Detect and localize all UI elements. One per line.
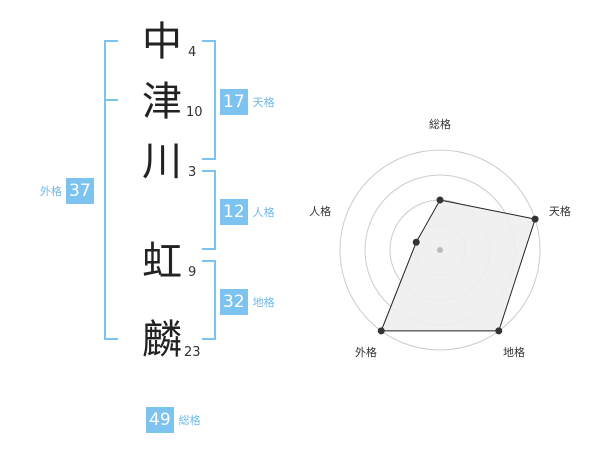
radar-axis-label-3: 外格	[354, 345, 377, 359]
gaikaku-label: 外格	[40, 185, 62, 198]
stroke-count-5: 23	[184, 345, 201, 360]
radar-center	[437, 247, 443, 253]
name-char-5: 麟	[142, 317, 182, 363]
gaikaku-badge: 外格 37	[40, 178, 94, 204]
radar-axis-label-4: 人格	[309, 205, 332, 219]
radar-point-0	[436, 196, 444, 204]
soukaku-value: 49	[146, 407, 174, 433]
name-char-4: 虹	[142, 239, 182, 285]
radar-polygon	[380, 199, 536, 332]
name-char-3: 川	[142, 139, 182, 185]
gaikaku-value: 37	[66, 178, 94, 204]
tenkaku-badge: 17 天格	[220, 89, 275, 115]
gaikaku-bracket-tick	[104, 99, 118, 101]
tenkaku-value: 17	[220, 89, 248, 115]
stroke-count-1: 4	[188, 45, 197, 60]
radar-axis-label-2: 地格	[503, 345, 526, 359]
radar-axis-label-1: 天格	[548, 205, 571, 219]
chikaku-bracket	[202, 260, 216, 340]
radar-ring-4	[339, 149, 541, 351]
stroke-count-4: 9	[188, 265, 197, 280]
soukaku-badge: 49 総格	[146, 407, 201, 433]
soukaku-label: 総格	[178, 414, 201, 427]
name-char-1: 中	[142, 19, 182, 65]
stroke-count-2: 10	[186, 105, 203, 120]
chikaku-value: 32	[220, 289, 248, 315]
radar-axis-label-0: 総格	[429, 118, 451, 131]
tenkaku-bracket	[202, 40, 216, 160]
chikaku-badge: 32 地格	[220, 289, 275, 315]
jinkaku-label: 人格	[252, 206, 275, 219]
chikaku-label: 地格	[252, 296, 275, 309]
jinkaku-bracket	[202, 170, 216, 250]
jinkaku-badge: 12 人格	[220, 199, 275, 225]
radar-point-2	[495, 327, 503, 335]
jinkaku-value: 12	[220, 199, 248, 225]
name-char-2: 津	[142, 79, 182, 125]
tenkaku-label: 天格	[252, 96, 275, 109]
radar-point-3	[377, 327, 385, 335]
radar-point-1	[531, 215, 539, 223]
radar-point-4	[412, 238, 420, 246]
gaikaku-bracket	[104, 40, 118, 340]
stroke-count-3: 3	[188, 165, 197, 180]
